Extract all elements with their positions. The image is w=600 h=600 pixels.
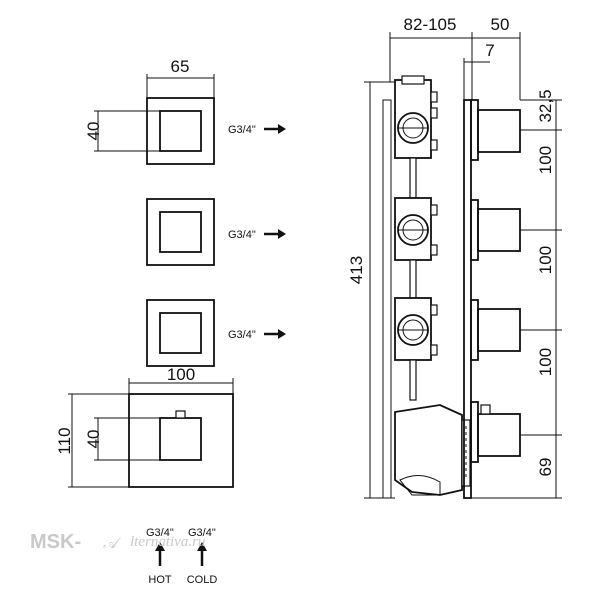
outlet-label-1: G3/4" (228, 124, 256, 136)
arrow-up-icon (197, 542, 207, 566)
inlet-cold: G3/4" COLD (187, 527, 218, 586)
front-view-outlets: 65 40 G3/4" G3/4" G3/4" (84, 57, 286, 367)
watermark: MSK- 𝒜 lternativa.ru (30, 531, 205, 553)
dim-bottom: 69 (536, 458, 555, 477)
dim-handle-depth: 50 (491, 15, 510, 34)
dim-spacing-2: 100 (536, 246, 555, 274)
outlet-plate-2: G3/4" (146, 198, 286, 266)
dim-body-depth: 82-105 (404, 15, 457, 34)
dim-height-40-mixer: 40 (84, 430, 103, 449)
dim-total-height: 413 (347, 256, 366, 284)
arrow-right-icon (264, 329, 286, 339)
inlet-hot-label: G3/4" (146, 527, 174, 539)
outlet-plate-3: G3/4" (146, 299, 286, 367)
inlet-cold-label: G3/4" (188, 527, 216, 539)
valve-body-3 (394, 297, 438, 401)
inlet-hot-caption: HOT (148, 574, 172, 586)
arrow-up-icon (155, 542, 165, 566)
front-view-mixer: 100 110 40 G3/4" HOT G3/4" COLD (55, 365, 234, 586)
outlet-label-3: G3/4" (228, 329, 256, 341)
handle-1 (470, 99, 521, 161)
cover-plate (463, 99, 472, 499)
outlet-label-2: G3/4" (228, 229, 256, 241)
handle-2 (470, 199, 521, 261)
mounting-rail (382, 99, 392, 499)
dim-width-65: 65 (171, 57, 190, 76)
dim-width-100: 100 (167, 365, 195, 384)
dim-height-110: 110 (55, 427, 74, 454)
side-view: 82-105 50 7 413 (347, 15, 562, 499)
valve-body-1 (394, 75, 438, 199)
inlet-cold-caption: COLD (187, 574, 218, 586)
arrow-right-icon (264, 229, 286, 239)
watermark-brand: MSK- (30, 531, 81, 553)
valve-body-2 (394, 197, 438, 299)
dim-top-offset: 32,5 (536, 89, 555, 122)
dim-height-40-top: 40 (84, 122, 103, 141)
handle-thermostat (470, 401, 521, 463)
dim-spacing-1: 100 (536, 146, 555, 174)
handle-3 (470, 299, 521, 361)
inlet-hot: G3/4" HOT (146, 527, 174, 586)
outlet-plate-1: 65 40 G3/4" (84, 57, 286, 165)
watermark-logo-a-icon: 𝒜 (103, 536, 122, 552)
watermark-brand-tail: lternativa.ru (130, 534, 205, 550)
arrow-right-icon (264, 124, 286, 134)
dim-spacing-3: 100 (536, 348, 555, 376)
thermostatic-body (394, 404, 471, 496)
dim-plate: 7 (485, 41, 494, 60)
